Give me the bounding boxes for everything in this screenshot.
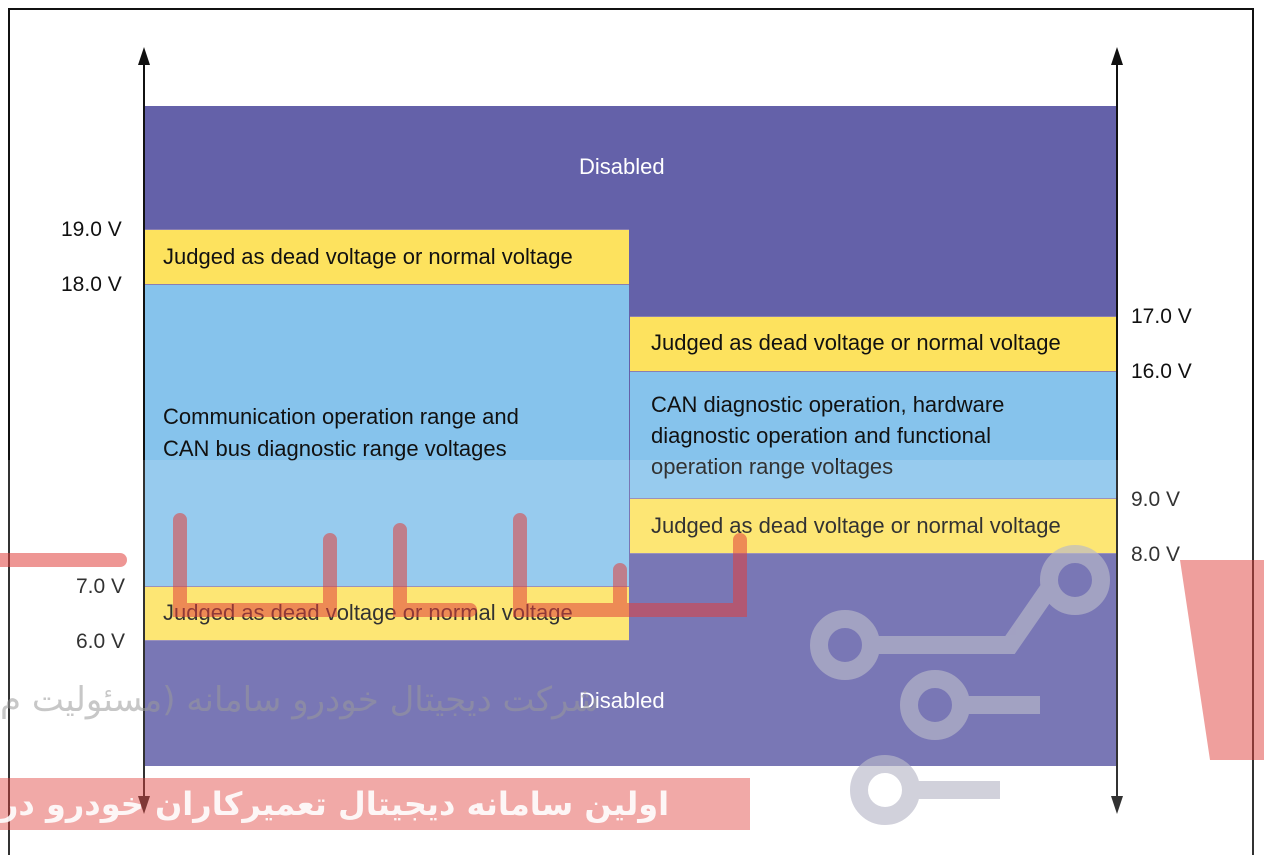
right-voltage-axis	[1116, 60, 1118, 800]
voltage-label-6v: 6.0 V	[76, 630, 126, 653]
left-top-yellow-band	[143, 229, 629, 285]
disabled-label-bottom: Disabled	[579, 688, 665, 713]
right-axis-up-arrow-icon	[1111, 47, 1123, 65]
left-blue-label-line2: CAN bus diagnostic range voltages	[163, 436, 507, 461]
right-top-yellow-label: Judged as dead voltage or normal voltage	[651, 330, 1061, 355]
voltage-label-9v: 9.0 V	[1131, 488, 1181, 511]
right-axis-down-arrow-icon	[1111, 796, 1123, 814]
left-bottom-yellow-label: Judged as dead voltage or normal voltage	[163, 600, 573, 625]
right-blue-label-line3: operation range voltages	[651, 454, 894, 479]
disabled-label-top: Disabled	[579, 154, 665, 179]
left-voltage-axis	[143, 60, 145, 800]
left-blue-label-line1: Communication operation range and	[163, 404, 519, 429]
right-blue-label-line1: CAN diagnostic operation, hardware	[651, 392, 1005, 417]
left-top-yellow-label: Judged as dead voltage or normal voltage	[163, 244, 573, 269]
voltage-label-18v: 18.0 V	[61, 273, 122, 296]
diagram-frame	[8, 8, 1254, 855]
left-axis-up-arrow-icon	[138, 47, 150, 65]
right-blue-band	[630, 372, 1117, 498]
voltage-label-16v: 16.0 V	[1131, 360, 1192, 383]
right-bottom-yellow-label: Judged as dead voltage or normal voltage	[651, 513, 1061, 538]
voltage-label-8v: 8.0 V	[1131, 543, 1181, 566]
right-top-yellow-band	[630, 316, 1117, 372]
voltage-label-7v: 7.0 V	[76, 575, 126, 598]
right-blue-label-line2: diagnostic operation and functional	[651, 423, 992, 448]
left-axis-down-arrow-icon	[138, 796, 150, 814]
voltage-label-17v: 17.0 V	[1131, 305, 1192, 328]
voltage-label-19v: 19.0 V	[61, 218, 122, 241]
